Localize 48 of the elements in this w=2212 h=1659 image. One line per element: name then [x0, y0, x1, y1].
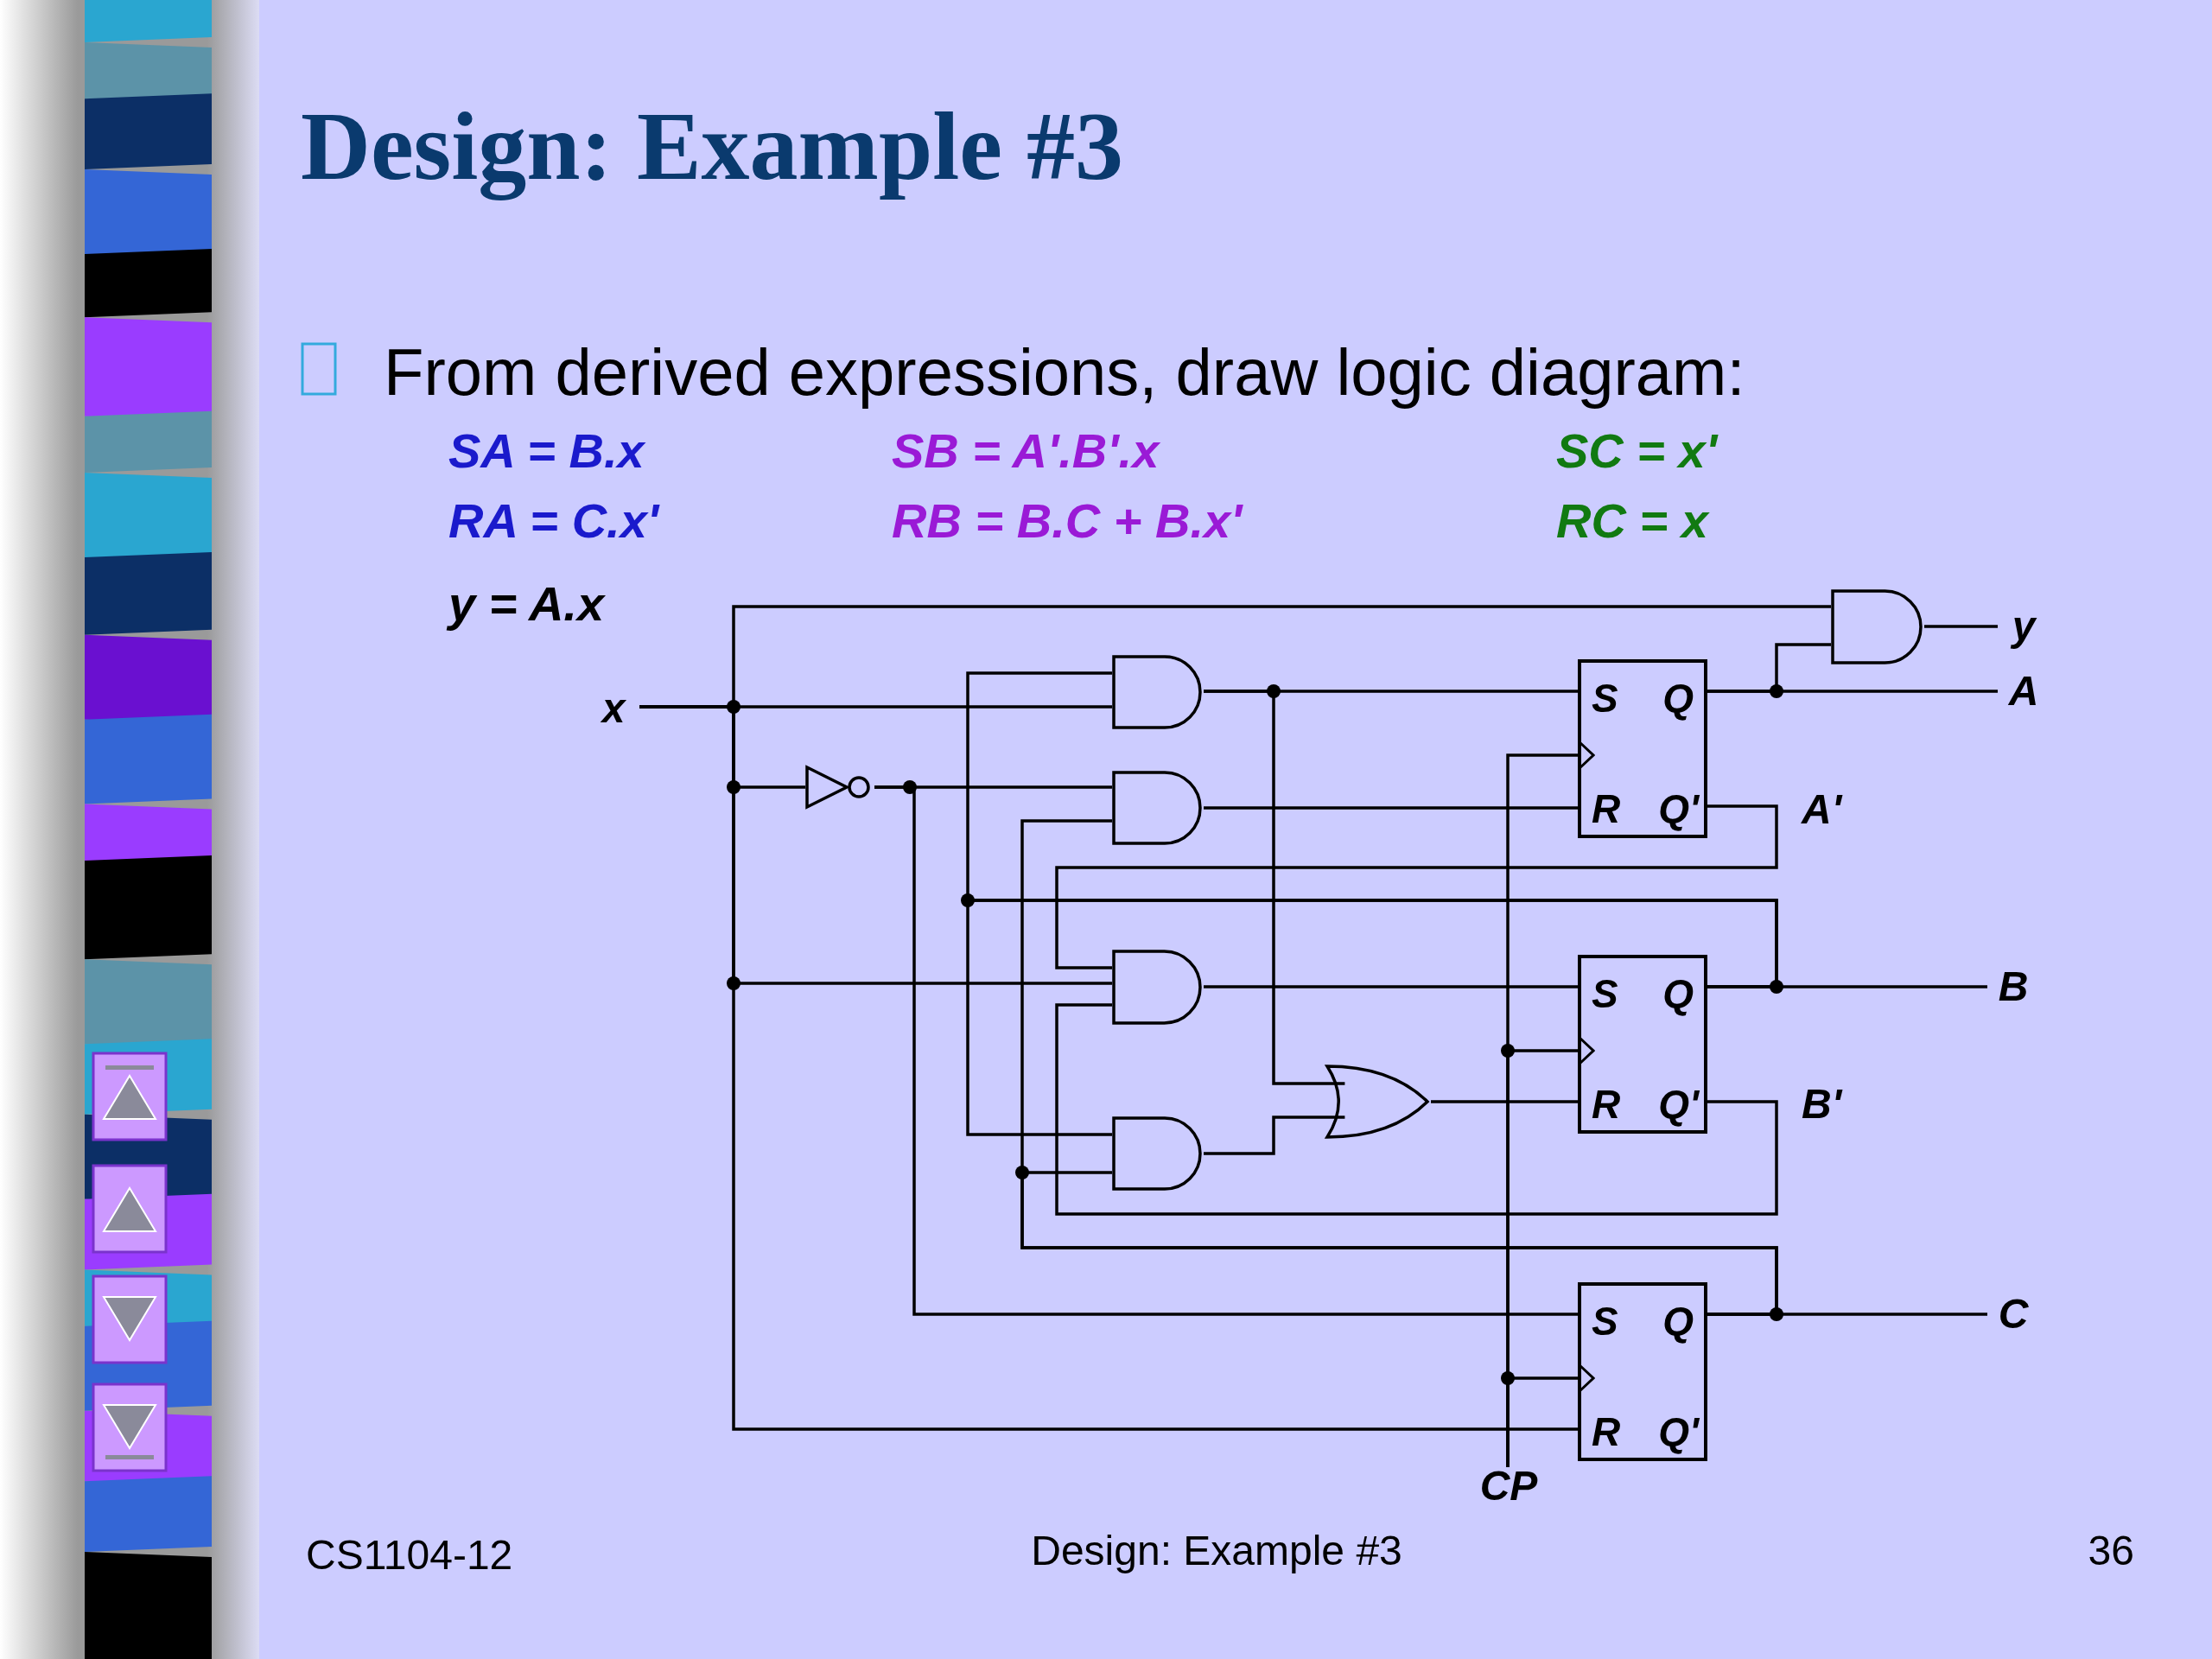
footer-text: Design: Example #3	[1031, 1528, 1402, 1574]
signal-label: y	[1998, 605, 2050, 648]
wire	[1707, 643, 1831, 693]
wire	[639, 705, 1578, 1431]
flip-flop	[1578, 659, 1707, 838]
slide-title: Design: Example #3	[301, 93, 1123, 200]
wire	[874, 785, 1578, 1316]
wire	[1055, 804, 1778, 969]
pin-label: S	[1592, 678, 1618, 718]
flip-flop	[1578, 955, 1707, 1134]
equation: SB = A'.B'.x	[892, 424, 1160, 478]
and-gate	[1831, 589, 1924, 664]
and-gate	[1112, 1116, 1204, 1191]
wire	[1055, 1003, 1778, 1216]
wire	[1204, 985, 1578, 988]
signal-label: CP	[1478, 1467, 1540, 1505]
and-gate	[1112, 771, 1204, 845]
equation: SA = B.x	[448, 424, 645, 478]
wire	[1204, 690, 1327, 1085]
signal-label: A	[1998, 670, 2050, 713]
wire	[1506, 1363, 1595, 1467]
wire	[1020, 1171, 1778, 1316]
signal-label: A'	[1802, 786, 1842, 833]
and-gate	[1112, 655, 1204, 729]
signal-label: C	[1987, 1293, 2039, 1336]
pin-label: R	[1592, 1084, 1621, 1124]
pin-label: R	[1592, 1412, 1621, 1452]
equation: RA = C.x'	[448, 494, 659, 548]
equation: SC = x'	[1556, 424, 1718, 478]
signal-label: B'	[1802, 1081, 1842, 1128]
page-number: 36	[2088, 1528, 2134, 1574]
bullet-text: From derived expressions, draw logic diagram:	[384, 336, 1745, 409]
wire	[966, 899, 1778, 1136]
signal-label: B	[1987, 965, 2039, 1008]
equation: RB = B.C + B.x'	[892, 494, 1243, 548]
pin-label: S	[1592, 974, 1618, 1014]
pin-label: R	[1592, 789, 1621, 829]
flip-flop	[1578, 1282, 1707, 1461]
equation: RC = x	[1556, 494, 1708, 548]
wire	[1204, 1116, 1327, 1155]
wire	[1431, 1100, 1578, 1103]
wire	[1924, 625, 1998, 628]
wire	[1204, 806, 1578, 810]
and-gate	[1112, 950, 1204, 1025]
footer-text: CS1104-12	[306, 1532, 513, 1579]
equation: y = A.x	[448, 577, 605, 631]
pin-label: S	[1592, 1301, 1618, 1341]
signal-label: x	[588, 690, 639, 728]
